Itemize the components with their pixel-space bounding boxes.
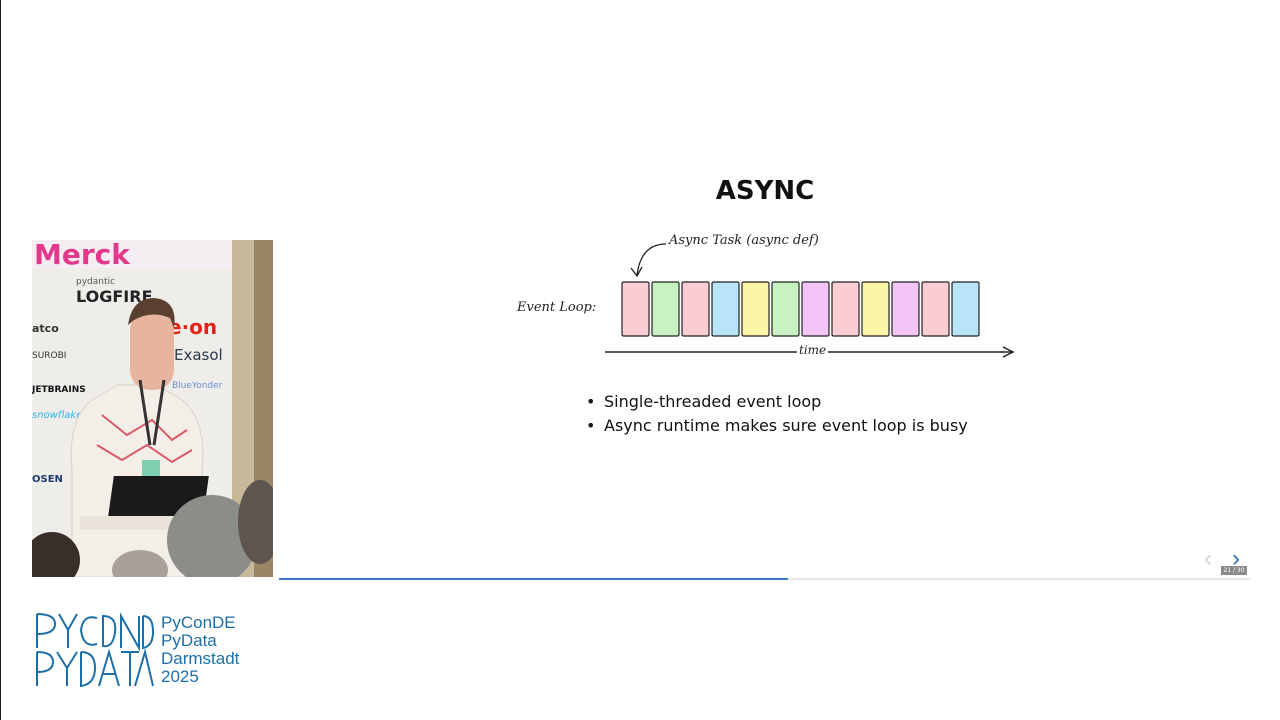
- sponsor-surobi-logo: SUROBI: [32, 351, 66, 361]
- async-task-block: [771, 281, 800, 337]
- bullet-item: Single-threaded event loop: [586, 390, 968, 414]
- sponsor-merck-logo: Merck: [34, 240, 131, 271]
- slide-progress-bar: [279, 578, 1251, 580]
- sponsor-logfire-logo: LOGFIRE: [76, 287, 153, 306]
- async-task-label: Async Task (async def): [669, 233, 819, 248]
- sponsor-blueyonder-logo: BlueYonder: [172, 381, 223, 391]
- async-task-block: [621, 281, 650, 337]
- time-axis-label: time: [797, 343, 829, 357]
- logo-line: PyConDE: [161, 613, 236, 632]
- async-task-block: [891, 281, 920, 337]
- event-loop-diagram: Async Task (async def) Event Loop: time: [509, 230, 1029, 370]
- task-pointer-arrowhead: [630, 266, 643, 278]
- slide-counter: 21 / 30: [1221, 566, 1247, 575]
- async-task-block: [951, 281, 980, 337]
- async-task-block: [711, 281, 740, 337]
- time-axis-arrowhead: [1002, 346, 1015, 358]
- sponsor-snowflake-logo: snowflake: [32, 410, 82, 421]
- diagram-canvas: [605, 243, 1015, 358]
- pycon-logo-mark: [36, 612, 155, 688]
- slide-progress-fill: [279, 578, 789, 580]
- chevron-right-icon[interactable]: ›: [1232, 545, 1240, 572]
- conference-name: PyConDE PyData Darmstadt 2025: [161, 614, 239, 686]
- async-task-block: [861, 281, 890, 337]
- logo-line: Darmstadt: [161, 649, 240, 668]
- sponsor-pydantic-logo: pydantic: [76, 277, 115, 287]
- sponsor-atco-logo: atco: [32, 322, 59, 335]
- logo-line: PyData: [161, 631, 217, 650]
- chevron-left-icon[interactable]: ‹: [1204, 545, 1212, 572]
- sponsor-exasol-logo: Exasol: [174, 346, 223, 364]
- bullet-list: Single-threaded event loop Async runtime…: [586, 390, 968, 438]
- async-task-block: [831, 281, 860, 337]
- slide-title: ASYNC: [715, 176, 815, 206]
- event-loop-label: Event Loop:: [517, 300, 597, 315]
- async-task-block: [741, 281, 770, 337]
- presentation-slide: ASYNC Async Task (async def) Event Loop:…: [279, 150, 1251, 580]
- sponsor-jetbrains-logo: JETBRAINS: [32, 385, 86, 395]
- sponsor-osen-logo: OSEN: [32, 474, 63, 485]
- task-pointer-arrow: [636, 243, 667, 276]
- task-blocks: [621, 281, 980, 337]
- slide-navigation: ‹ ›: [1197, 546, 1251, 576]
- bullet-item: Async runtime makes sure event loop is b…: [586, 414, 968, 438]
- async-task-block: [681, 281, 710, 337]
- async-task-block: [801, 281, 830, 337]
- async-task-block: [651, 281, 680, 337]
- logo-line: 2025: [161, 667, 199, 686]
- speaker-photo: Merck pydantic LOGFIRE atco e·on SUROBI …: [32, 240, 273, 577]
- sponsor-eon-logo: e·on: [168, 315, 217, 339]
- pycon-pydata-logo: PyConDE PyData Darmstadt 2025: [35, 612, 275, 692]
- async-task-block: [921, 281, 950, 337]
- speaker-video-feed: Merck pydantic LOGFIRE atco e·on SUROBI …: [32, 240, 273, 577]
